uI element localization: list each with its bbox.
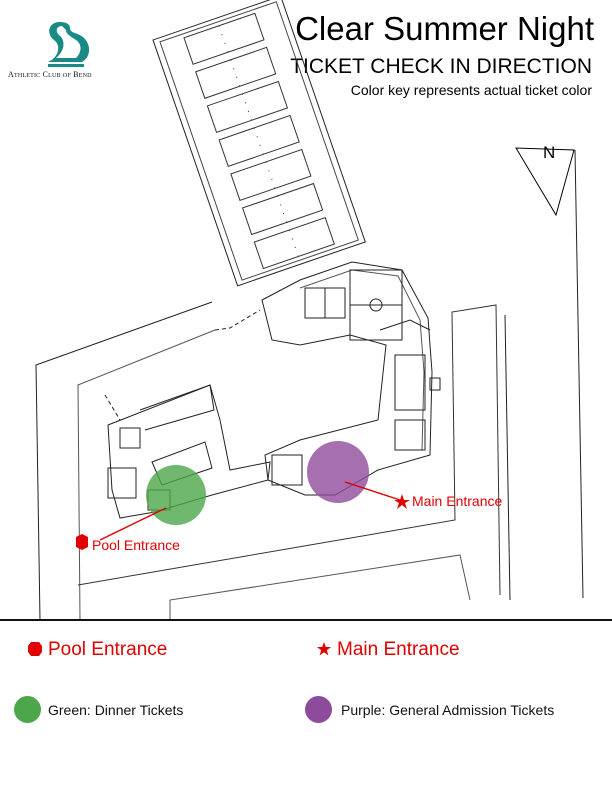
swan-icon: [48, 22, 90, 67]
pool-building: [107, 384, 271, 519]
tennis-courts: [152, 0, 366, 287]
main-direction-line: [344, 481, 401, 501]
main-entrance-marker: [394, 494, 410, 509]
page-title: Clear Summer Night: [295, 10, 594, 47]
purple-ticket-zone: [307, 441, 369, 503]
parcel-outline-left: [35, 301, 213, 620]
green-ticket-zone: [146, 465, 206, 525]
pool-entrance-legend-icon: [28, 642, 42, 656]
site-map: [35, 0, 584, 620]
legend-purple-label: Purple: General Admission Tickets: [341, 702, 555, 718]
main-entrance-map-label: Main Entrance: [412, 493, 503, 509]
legend-divider: [0, 619, 612, 621]
legend-main-entrance: Main Entrance: [337, 639, 460, 660]
logo-text: Athletic Club of Bend: [8, 70, 92, 79]
compass: [515, 147, 575, 217]
main-building: [261, 261, 441, 496]
pool-entrance-marker: [76, 534, 88, 550]
legend-green-label: Green: Dinner Tickets: [48, 702, 184, 718]
color-key-note: Color key represents actual ticket color: [350, 82, 592, 98]
legend-pool-entrance: Pool Entrance: [48, 639, 168, 660]
green-legend-dot: [14, 696, 41, 723]
pool-direction-line: [99, 507, 167, 541]
purple-legend-dot: [305, 696, 332, 723]
pool-entrance-map-label: Pool Entrance: [92, 537, 180, 553]
page-subtitle: TICKET CHECK IN DIRECTION: [290, 55, 592, 78]
compass-north-label: N: [543, 143, 556, 162]
club-logo: Athletic Club of Bend: [8, 18, 138, 84]
main-entrance-legend-icon: [317, 642, 331, 656]
